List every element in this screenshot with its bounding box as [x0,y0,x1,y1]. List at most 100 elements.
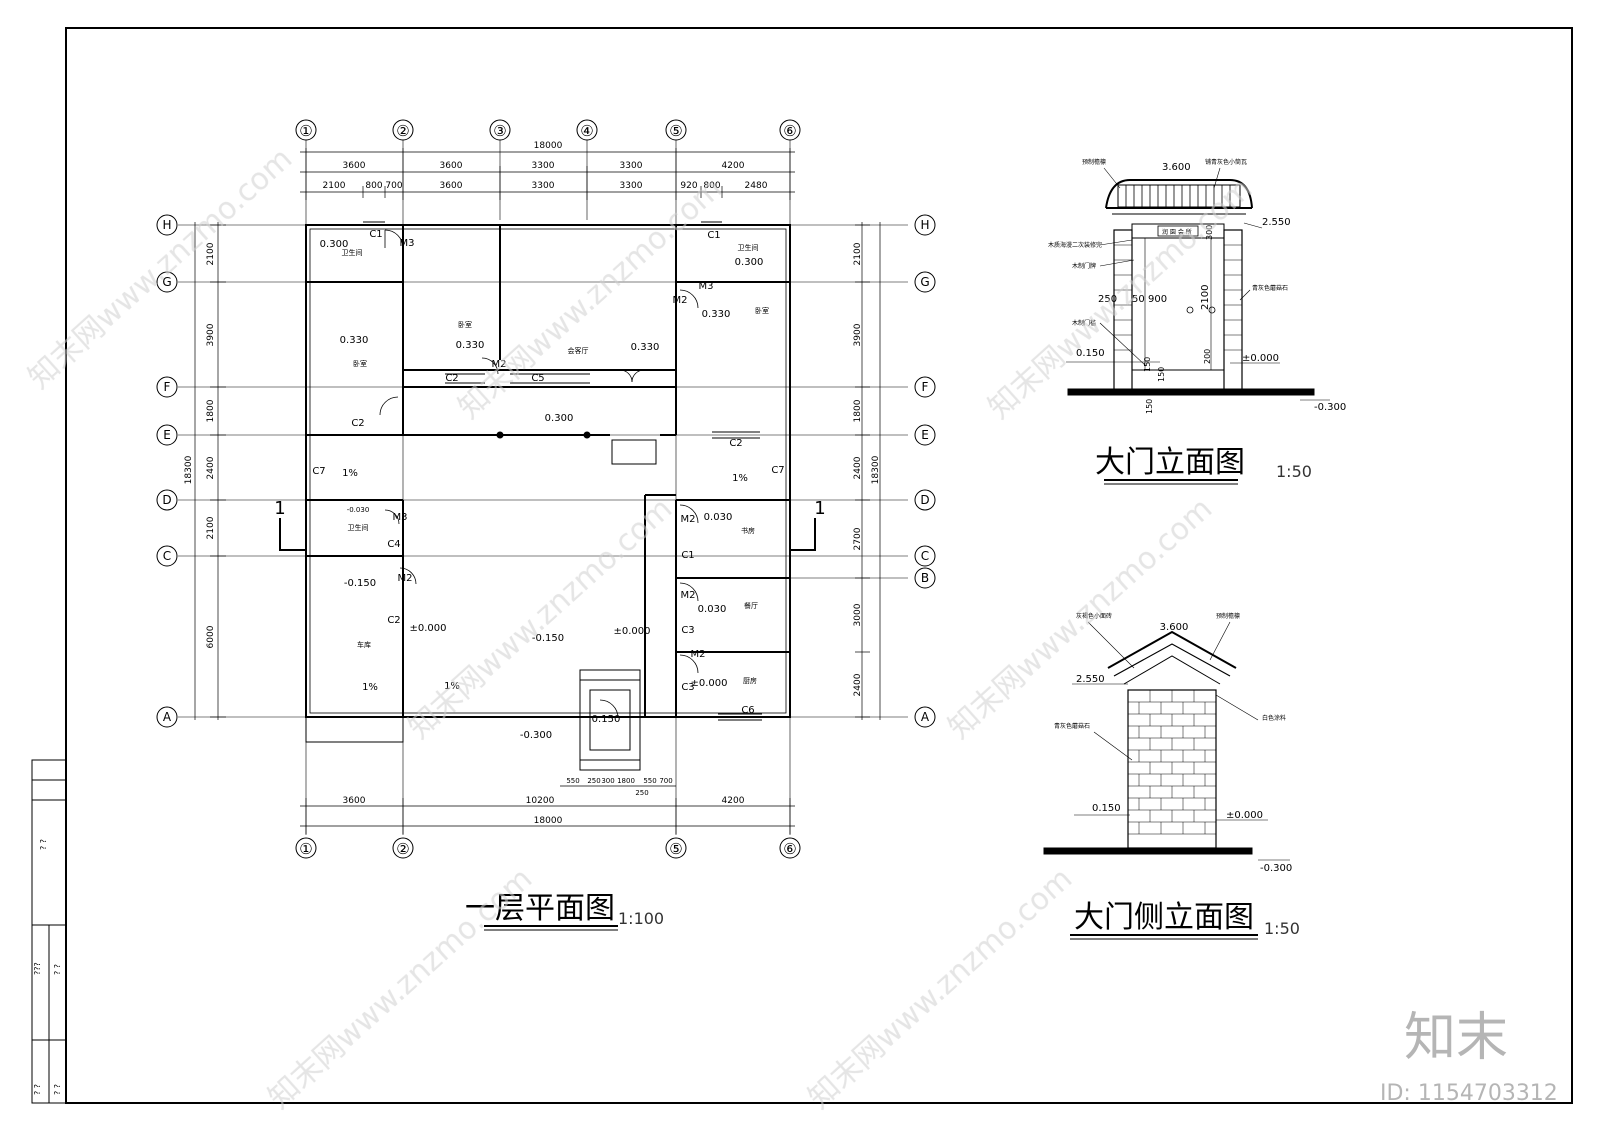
grid-label-top-1: ① [299,122,312,140]
gate-side-note-2: 预制檐檩 [1216,612,1240,620]
tag-C3-a: C3 [681,625,694,636]
bottom-small-3: 300 [601,777,614,785]
gate-front-text: 预制檐檩 铺青灰色小筒瓦 木质海漫二次装修完 木制门牌 木制门槛 青灰色蘑菇石 … [1048,158,1346,414]
room-level-bedroom-3: 0.330 [702,309,731,320]
level-yard-left: ±0.000 [409,623,446,634]
room-level-study: 0.030 [704,512,733,523]
gate-side-h-0300: -0.300 [1260,863,1292,874]
tag-C7-b: C7 [771,465,784,476]
bottom-dim-3: 4200 [722,796,745,806]
room-level-bath-2: 0.300 [735,257,764,268]
tag-M2-f: M2 [691,649,706,660]
gate-side-elevation [1043,621,1290,861]
door-window-tags: C1 M3 C1 M3 M2 C2 C5 C2 M2 C7 C7 M3 C4 M… [312,229,784,716]
right-dim-4: 2400 [853,456,863,479]
bottom-total-dim: 18000 [534,816,563,826]
slope-2: 1% [732,473,748,484]
slope-4: 1% [444,681,460,692]
room-label-garage: 车库 [357,640,371,649]
gate-front-dim-900: 900 [1148,294,1167,305]
grid-row-E-left: E [163,428,171,442]
gate-front-note-3: 木质海漫二次装修完 [1048,241,1102,249]
top-dimension-lines [300,148,795,200]
tag-C7-a: C7 [312,466,325,477]
bottom-small-1: 550 [566,777,579,785]
ground-line [1067,388,1315,396]
grid-row-G-left: G [162,275,171,289]
room-label-bath-2: 卫生间 [738,243,759,252]
titleblock-text-5: ? ? [53,1084,62,1095]
grid-label-top-3: ③ [493,122,506,140]
side-dimension-text: 2100 3900 1800 2400 2100 6000 18300 2100… [184,242,881,696]
bottom-dimension-lines [300,785,795,834]
gate-side-title: 大门侧立面图 [1074,900,1254,935]
grid-label-top-6: ⑥ [783,122,796,140]
tag-M2-a: M2 [673,295,688,306]
top-dim-5: 4200 [722,161,745,171]
grid-row-F-left: F [164,380,171,394]
gate-front-title: 大门立面图 [1095,445,1245,480]
watermark-text-6: 知末网www.znzmo.com [262,861,539,1116]
left-dim-3: 1800 [206,399,216,422]
level-yard-center: -0.150 [532,633,564,644]
bottom-dim-1: 3600 [343,796,366,806]
room-level-bath-1: 0.300 [320,239,349,250]
bottom-small-2: 250 [587,777,600,785]
section-cut [279,518,816,551]
top-dim-3: 3300 [532,161,555,171]
grid-row-labels: H G F E D C A H G F E D C B A [162,218,930,724]
grid-row-A-left: A [163,710,172,724]
top-dim2-1: 2100 [323,181,346,191]
room-label-bath-1: 卫生间 [342,248,363,257]
section-mark-right: 1 [814,498,825,519]
tag-M2-c: M2 [398,573,413,584]
grid-row-C-left: C [163,549,171,563]
left-dim-1: 2100 [206,242,216,265]
tag-M2-d: M2 [681,514,696,525]
watermark-text-5: 知末网www.znzmo.com [942,491,1219,746]
tag-C2-c: C2 [387,615,400,626]
gate-front-dim-50: 50 [1132,294,1145,305]
gate-side-h-2550: 2.550 [1076,674,1105,685]
grid-row-H-left: H [162,218,171,232]
titleblock-text-1: ? ? [39,839,48,850]
room-level-kitchen: ±0.000 [690,678,727,689]
titleblock-text-4: ? ? [33,1084,42,1095]
grid-row-C-right: C [921,549,929,563]
grid-row-A-right: A [921,710,930,724]
left-total-dim: 18300 [184,455,194,484]
grid-label-bottom-6: ⑥ [783,840,796,858]
titleblock-text-2: ??? [33,962,42,975]
top-dim2-9: 2480 [745,181,768,191]
gate-front-note-2: 铺青灰色小筒瓦 [1205,158,1247,166]
tag-C1-c: C1 [681,550,694,561]
room-label-bedroom-3: 卧室 [755,306,769,315]
right-dim-2: 3900 [853,323,863,346]
tag-C2-b: C2 [351,418,364,429]
entry-steps [579,439,657,771]
top-dim-4: 3300 [620,161,643,171]
grid-labels: ① ② ③ ④ ⑤ ⑥ ① ② ⑤ ⑥ [299,122,796,858]
column [583,431,591,439]
grid-row-D-right: D [920,493,929,507]
right-dim-6: 3000 [853,603,863,626]
tag-C1-a: C1 [369,229,382,240]
section-mark-left: 1 [274,498,285,519]
room-label-bedroom-1: 卧室 [353,359,367,368]
top-dim2-2: 800 [365,181,382,191]
grid-label-bottom-2: ② [396,840,409,858]
gate-front-note-4: 木制门牌 [1072,262,1096,270]
gate-side-width: 3.600 [1160,622,1189,633]
side-dimension-lines [194,222,881,720]
top-dim-2: 3600 [440,161,463,171]
top-dim2-3: 700 [385,181,402,191]
tag-M3-c: M3 [393,512,408,523]
titleblock-text-3: ? ? [53,964,62,975]
top-dim2-6: 3300 [620,181,643,191]
gate-front-h-0300: -0.300 [1314,402,1346,413]
right-dim-3: 1800 [853,399,863,422]
gate-front-h-000: ±0.000 [1242,353,1279,364]
tag-M3-a: M3 [400,238,415,249]
top-dim2-4: 3600 [440,181,463,191]
gate-side-text: 灰褐色小面砖 预制檐檩 白色涂料 青灰色蘑菇石 3.600 2.550 0.15… [1054,612,1292,874]
